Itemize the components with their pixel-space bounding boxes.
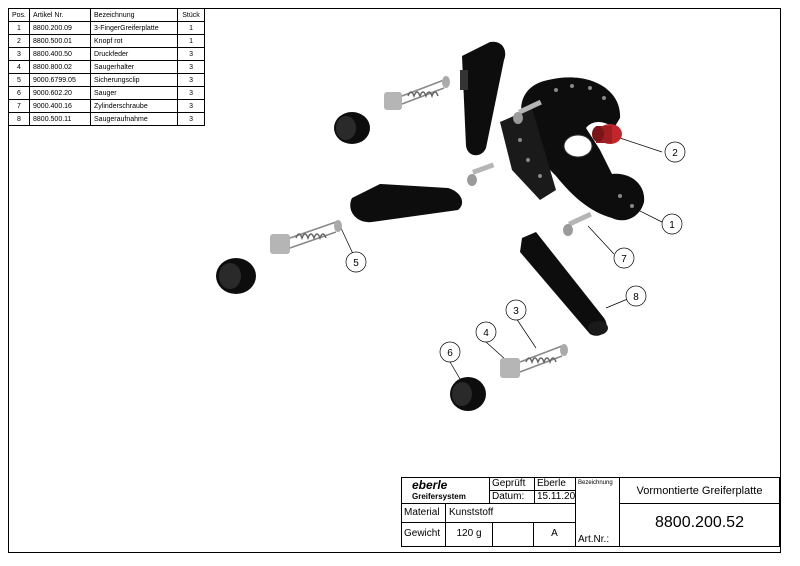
checked-label: Geprüft [492,478,526,489]
drawing-title: Vormontierte Greiferplatte [636,485,763,497]
date-label: Datum: [492,491,525,502]
svg-text:5: 5 [353,258,359,269]
checked-value: Eberle [537,478,566,489]
svg-text:6: 6 [447,348,453,359]
revision-value: A [551,528,558,539]
parts-list-header: Pos. Artikel Nr. Bezeichnung Stück [7,8,206,22]
svg-text:4: 4 [483,328,489,339]
svg-text:1: 1 [669,220,675,231]
balloon-3: 3 [505,299,527,321]
sucker-parts [216,112,486,411]
company-logo: eberle [412,478,448,492]
article-number: 8800.200.52 [655,514,744,531]
sucker-arm-bottom-part [520,232,608,336]
svg-text:3: 3 [513,306,519,317]
sucker-holder-top [384,76,450,110]
position-balloons: 1 2 3 4 5 6 7 8 [345,141,686,363]
drawing-frame [8,8,781,553]
balloon-8: 8 [625,285,647,307]
svg-text:7: 7 [621,254,627,265]
balloon-7: 7 [613,247,635,269]
row-pos: 8 [7,112,31,126]
revision-cell [533,522,576,547]
balloon-6: 6 [439,341,461,363]
article-number-cell [619,503,780,547]
weight-label: Gewicht [404,528,441,539]
sucker-arm-middle-part [350,184,463,223]
weight-value: 120 g [456,528,482,539]
svg-text:8: 8 [633,292,639,303]
balloon-4: 4 [475,321,497,343]
balloon-1: 1 [661,213,683,235]
material-value: Kunststoff [449,507,494,518]
gripper-plate-part [500,77,645,221]
balloon-5: 5 [345,251,367,273]
svg-text:2: 2 [672,148,678,159]
company-name: Greifersystem [412,492,466,501]
sucker-holder-bottom [500,344,568,378]
date-value: 15.11.20 [537,491,576,502]
balloon-2: 2 [664,141,686,163]
red-knob-part [592,124,622,144]
blank-cell [492,522,534,547]
sucker-arm-top-part [460,41,506,156]
designation-label: Bezeichnung [578,480,613,486]
cylinder-screw-parts [467,99,592,236]
row-qty: 3 [177,112,206,126]
sucker-holder-middle [270,220,342,254]
material-label: Material [404,507,440,518]
article-number-label: Art.Nr.: [578,534,610,545]
